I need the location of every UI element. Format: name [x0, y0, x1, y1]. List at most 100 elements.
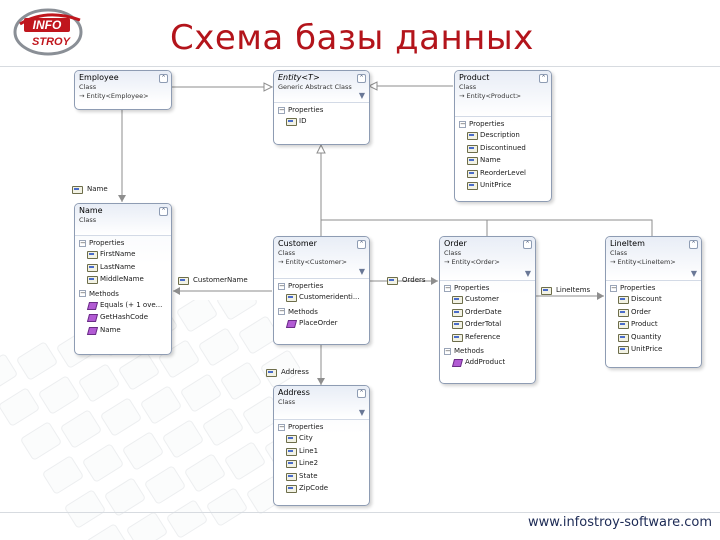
property-icon [467, 156, 478, 166]
entity-type: Class [79, 216, 97, 224]
entity-employee[interactable]: Employee Class → Entity<Employee> ⌃ [74, 70, 172, 110]
entity-customer[interactable]: Customer Class → Entity<Customer> ⌃ ▼ −P… [273, 236, 370, 345]
collapse-icon[interactable]: ⌃ [159, 74, 168, 83]
section-header[interactable]: −Properties [278, 105, 366, 115]
property-item[interactable]: ZipCode [278, 482, 366, 495]
property-item[interactable]: Name [459, 154, 548, 167]
section-header[interactable]: −Properties [79, 238, 168, 248]
properties-section: −Properties Discount Order Product Quant… [606, 281, 701, 357]
collapse-minus-icon[interactable]: − [79, 238, 86, 247]
property-item[interactable]: Description [459, 129, 548, 142]
member-label: ZipCode [299, 484, 329, 492]
entity-order[interactable]: Order Class → Entity<Order> ⌃ ▼ −Propert… [439, 236, 536, 384]
collapse-icon[interactable]: ⌃ [689, 240, 698, 249]
member-label: AddProduct [465, 358, 506, 366]
property-item[interactable]: Discontinued [459, 142, 548, 155]
property-item[interactable]: MiddleName [79, 273, 168, 286]
member-label: Customer [465, 295, 500, 303]
section-header[interactable]: −Properties [459, 119, 548, 129]
entity-name: Order [444, 239, 467, 248]
entity-type: Class [79, 83, 97, 91]
filter-icon[interactable]: ▼ [690, 269, 697, 278]
method-item[interactable]: Name [79, 324, 168, 337]
watermark-key [125, 510, 169, 540]
watermark-key [37, 374, 81, 416]
property-item[interactable]: OrderTotal [444, 318, 532, 331]
entity-address[interactable]: Address Class ⌃ ▼ −Properties City Line1… [273, 385, 370, 506]
method-item[interactable]: AddProduct [444, 356, 532, 369]
property-item[interactable]: FirstName [79, 248, 168, 261]
property-item[interactable]: Product [610, 318, 698, 331]
member-label: OrderTotal [465, 320, 502, 328]
property-item[interactable]: State [278, 470, 366, 483]
property-item[interactable]: Quantity [610, 331, 698, 344]
assoc-label-lineitems: LineItems [541, 286, 590, 295]
collapse-icon[interactable]: ⌃ [357, 240, 366, 249]
property-icon [87, 263, 98, 272]
section-header[interactable]: −Methods [79, 289, 168, 299]
member-label: State [299, 471, 318, 480]
method-item[interactable]: Equals (+ 1 ove... [79, 299, 168, 312]
collapse-minus-icon[interactable]: − [278, 307, 285, 315]
entity-type: Class [459, 83, 477, 91]
entity-product[interactable]: Product Class → Entity<Product> ⌃ −Prope… [454, 70, 552, 202]
collapse-minus-icon[interactable]: − [459, 119, 466, 128]
property-icon [467, 181, 478, 191]
member-label: Quantity [631, 332, 662, 341]
collapse-minus-icon[interactable]: − [278, 281, 285, 290]
property-item[interactable]: UnitPrice [459, 179, 548, 192]
collapse-minus-icon[interactable]: − [278, 105, 285, 114]
property-item[interactable]: ReorderLevel [459, 167, 548, 180]
member-label: ID [299, 117, 307, 125]
entity-header: LineItem Class → Entity<LineItem> ⌃ ▼ [606, 237, 701, 281]
method-item[interactable]: PlaceOrder [278, 317, 366, 330]
property-item[interactable]: Customer [444, 293, 532, 306]
infostroy-logo: INFO STROY [13, 8, 83, 56]
entity-name: Customer [278, 239, 317, 248]
collapse-icon[interactable]: ⌃ [357, 389, 366, 398]
property-item[interactable]: City [278, 432, 366, 445]
property-item[interactable]: OrderDate [444, 306, 532, 319]
method-item[interactable]: GetHashCode [79, 311, 168, 324]
filter-icon[interactable]: ▼ [358, 408, 365, 417]
property-item[interactable]: Reference [444, 331, 532, 344]
collapse-minus-icon[interactable]: − [610, 283, 617, 292]
section-header[interactable]: −Properties [610, 283, 698, 293]
entity-base: → Entity<Product> [459, 92, 522, 100]
watermark-key [121, 430, 165, 472]
section-header[interactable]: −Properties [278, 281, 366, 291]
property-item[interactable]: ID [278, 115, 366, 128]
collapse-minus-icon[interactable]: − [444, 346, 451, 355]
assoc-label-address: Address [266, 368, 309, 377]
watermark-key [223, 440, 267, 482]
collapse-icon[interactable]: ⌃ [357, 74, 366, 83]
entity-name: Product [459, 73, 490, 82]
filter-icon[interactable]: ▼ [358, 267, 365, 276]
collapse-minus-icon[interactable]: − [278, 422, 285, 431]
collapse-icon[interactable]: ⌃ [159, 207, 168, 216]
filter-icon[interactable]: ▼ [358, 91, 365, 100]
filter-icon[interactable]: ▼ [524, 269, 531, 278]
property-item[interactable]: Line1 [278, 445, 366, 458]
watermark-key [205, 486, 249, 528]
property-item[interactable]: LastName [79, 261, 168, 274]
section-header[interactable]: −Methods [444, 346, 532, 356]
website-url[interactable]: www.infostroy-software.com [528, 515, 712, 530]
section-header[interactable]: −Methods [278, 307, 366, 317]
collapse-icon[interactable]: ⌃ [523, 240, 532, 249]
property-icon [618, 333, 629, 342]
property-item[interactable]: UnitPrice [610, 343, 698, 356]
section-header[interactable]: −Properties [278, 422, 366, 432]
member-label: Name [100, 325, 121, 334]
collapse-minus-icon[interactable]: − [444, 283, 451, 292]
property-item[interactable]: Line2 [278, 457, 366, 470]
property-item[interactable]: Discount [610, 293, 698, 306]
collapse-minus-icon[interactable]: − [79, 289, 86, 297]
entity-lineitem[interactable]: LineItem Class → Entity<LineItem> ⌃ ▼ −P… [605, 236, 702, 368]
property-item[interactable]: Customeridenti... [278, 291, 366, 304]
entity-name-class[interactable]: Name Class ⌃ −Properties FirstName LastN… [74, 203, 172, 355]
section-header[interactable]: −Properties [444, 283, 532, 293]
property-item[interactable]: Order [610, 306, 698, 319]
entity-entity-t[interactable]: Entity<T> Generic Abstract Class ⌃ ▼ −Pr… [273, 70, 370, 145]
collapse-icon[interactable]: ⌃ [539, 74, 548, 83]
